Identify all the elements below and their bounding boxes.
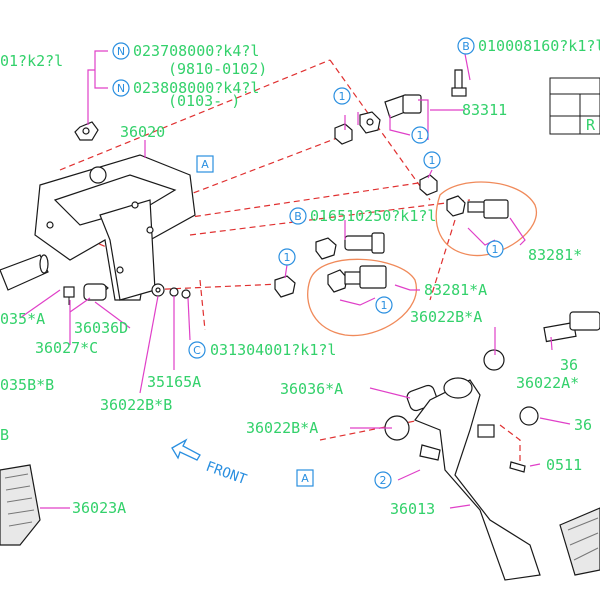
small-parts-left xyxy=(63,283,191,305)
callout-1-f: 1 xyxy=(375,296,393,314)
label-035BB: 035B*B xyxy=(0,376,54,394)
table-r: R xyxy=(586,116,596,134)
svg-text:2: 2 xyxy=(380,474,387,487)
label-031304001: 031304001?k1?l xyxy=(210,341,336,359)
svg-text:A: A xyxy=(301,472,309,485)
switch-83281-lower xyxy=(307,258,418,337)
callout-1-c: 1 xyxy=(423,151,441,169)
label-36013: 36013 xyxy=(390,500,435,518)
svg-text:1: 1 xyxy=(381,299,388,312)
callout-1-b: 1 xyxy=(411,126,429,144)
callout-1-e: 1 xyxy=(278,248,296,266)
callout-n-1: N xyxy=(112,42,130,60)
label-n2: 023808000?k4?l xyxy=(133,79,259,97)
bolt-016510250 xyxy=(274,232,385,298)
label-n1-range: (9810-0102) xyxy=(168,60,267,78)
pedal-pad-36023a xyxy=(0,464,41,546)
label-035A: 035*A xyxy=(0,310,45,328)
callout-c: C xyxy=(188,341,206,359)
svg-text:1: 1 xyxy=(492,243,499,256)
label-36027c: 36027*C xyxy=(35,339,98,357)
label-n1: 023708000?k4?l xyxy=(133,42,259,60)
front-indicator: FRONT xyxy=(171,438,250,489)
callout-b-1: B xyxy=(457,37,475,55)
label-83281a: 83281*A xyxy=(424,281,487,299)
callout-b-2: B xyxy=(289,207,307,225)
callout-a-2: A xyxy=(296,469,314,487)
label-36036a: 36036*A xyxy=(280,380,343,398)
label-83281-top: 83281* xyxy=(528,246,582,264)
clutch-pedal-36013 xyxy=(384,311,600,581)
front-label: FRONT xyxy=(204,459,250,489)
svg-text:1: 1 xyxy=(284,251,291,264)
svg-text:B: B xyxy=(462,40,470,53)
svg-text:C: C xyxy=(193,344,201,357)
label-83311: 83311 xyxy=(462,101,507,119)
pedal-pad-right xyxy=(559,507,600,576)
svg-text:1: 1 xyxy=(429,154,436,167)
pedal-bracket-36020 xyxy=(0,154,196,301)
label-36022bB: 36022B*B xyxy=(100,396,172,414)
label-36022bA2: 36022B*A xyxy=(246,419,318,437)
label-36-right1: 36 xyxy=(560,356,578,374)
label-36023a: 36023A xyxy=(72,499,126,517)
label-b2: 016510250?k1?l xyxy=(310,207,436,225)
leader-lines xyxy=(19,50,571,509)
label-b1: 010008160?k1?l xyxy=(478,37,600,55)
part-labels: 01?k2?l 023708000?k4?l (9810-0102) 02380… xyxy=(0,37,600,518)
callout-1-d: 1 xyxy=(486,240,504,258)
assembly-dashed-lines xyxy=(59,59,521,470)
label-b-left: B xyxy=(0,426,9,444)
svg-text:1: 1 xyxy=(417,129,424,142)
callout-2-a: 2 xyxy=(374,471,392,489)
nut-top-left xyxy=(74,121,99,141)
label-n2-range: (0103- ) xyxy=(168,92,240,110)
svg-text:N: N xyxy=(117,82,125,95)
reference-table: R xyxy=(549,77,600,135)
hardware-83311 xyxy=(334,69,467,196)
callout-1-a: 1 xyxy=(333,87,351,105)
svg-text:B: B xyxy=(294,210,302,223)
label-0511: 0511 xyxy=(546,456,582,474)
callout-a-1: A xyxy=(196,155,214,173)
svg-text:1: 1 xyxy=(339,90,346,103)
callout-n-2: N xyxy=(112,79,130,97)
label-36-right2: 36 xyxy=(574,416,592,434)
switch-83281-upper xyxy=(435,181,538,257)
label-36022a: 36022A* xyxy=(516,374,579,392)
svg-text:A: A xyxy=(201,158,209,171)
label-left-top: 01?k2?l xyxy=(0,52,63,70)
label-35165a: 35165A xyxy=(147,373,201,391)
label-36020: 36020 xyxy=(120,123,165,141)
label-36022bA: 36022B*A xyxy=(410,308,482,326)
svg-text:N: N xyxy=(117,45,125,58)
label-36036d: 36036D xyxy=(74,319,128,337)
